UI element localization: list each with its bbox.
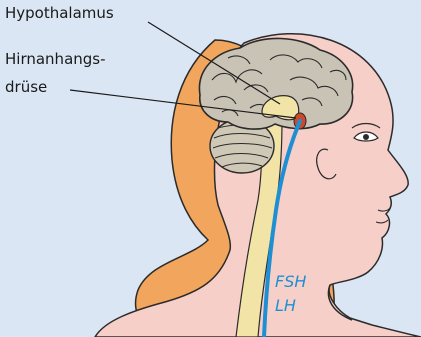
pituitary-label-line2: drüse [5, 78, 47, 96]
hormone-lh-label: LH [275, 296, 296, 315]
pituitary-label-line1: Hirnanhangs- [5, 50, 106, 68]
hormone-fsh-label: FSH [275, 272, 306, 291]
hypothalamus-label: Hypothalamus [5, 4, 114, 22]
